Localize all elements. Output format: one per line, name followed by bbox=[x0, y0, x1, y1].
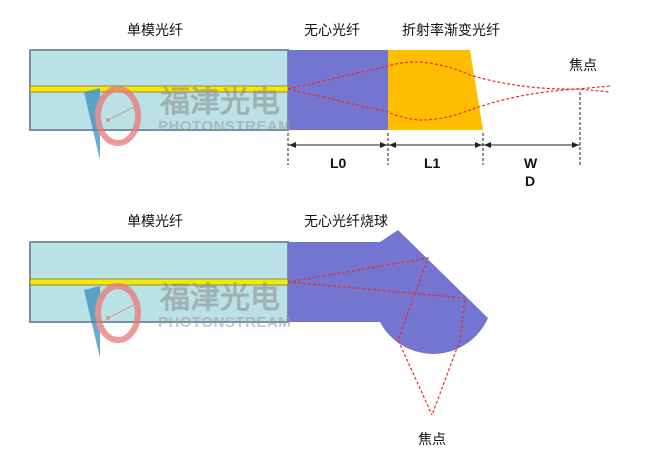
bottom-diagram: 单模光纤 无心光纤烧球 焦点 bbox=[29, 214, 488, 448]
top-smf-label: 单模光纤 bbox=[127, 23, 183, 39]
bottom-ray-upper bbox=[287, 257, 433, 416]
bottom-ray-lower bbox=[287, 281, 466, 416]
watermark-cn-text: 福津光电 bbox=[159, 281, 280, 316]
dim-wd-d-label: D bbox=[525, 173, 535, 189]
watermark-top: 福津光电 PHOTONSTREAM bbox=[84, 85, 291, 160]
top-coreless-label: 无心光纤 bbox=[304, 23, 360, 39]
top-coreless-fiber bbox=[288, 50, 388, 130]
top-focus-label: 焦点 bbox=[569, 58, 597, 74]
top-grin-label: 折射率渐变光纤 bbox=[402, 22, 500, 39]
top-grin-fiber bbox=[388, 50, 483, 130]
watermark-en-text: PHOTONSTREAM bbox=[158, 314, 291, 331]
top-ray-upper bbox=[287, 61, 611, 90]
dimension-lines bbox=[287, 92, 581, 165]
watermark-bottom: 福津光电 PHOTONSTREAM bbox=[84, 281, 291, 358]
watermark-logo-icon bbox=[84, 86, 141, 160]
bottom-fused-ball bbox=[288, 230, 488, 354]
top-diagram: 单模光纤 无心光纤 折射率渐变光纤 焦点 L0 L1 W D bbox=[29, 22, 611, 189]
dim-l0-label: L0 bbox=[330, 155, 347, 171]
dim-wd-w-label: W bbox=[524, 155, 538, 171]
watermark-cn-text: 福津光电 bbox=[159, 85, 280, 120]
top-ray-lower bbox=[287, 88, 611, 121]
watermark-logo-icon bbox=[84, 283, 141, 358]
bottom-smf-label: 单模光纤 bbox=[127, 214, 183, 230]
dim-l1-label: L1 bbox=[424, 155, 441, 171]
dimension-arrows bbox=[289, 142, 579, 148]
bottom-focus-label: 焦点 bbox=[418, 432, 446, 448]
watermark-en-text: PHOTONSTREAM bbox=[158, 118, 291, 135]
bottom-ball-label: 无心光纤烧球 bbox=[304, 214, 388, 230]
